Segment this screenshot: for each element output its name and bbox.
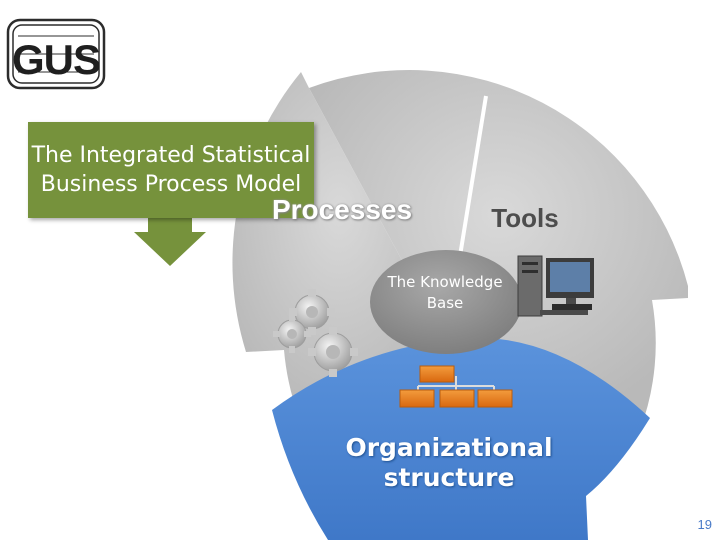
computer-icon (517, 255, 594, 317)
processes-label: Processes (271, 194, 413, 225)
gsbpm-callout-box: The Integrated Statistical Business Proc… (28, 122, 314, 218)
org-structure-sector (272, 337, 650, 540)
tools-label: Tools (491, 203, 559, 233)
knowledge-base-label: The Knowledge Base (387, 273, 503, 312)
page-number: 19 (697, 517, 712, 532)
organizational-structure-label: Organizational structure (345, 433, 553, 492)
callout-arrow (134, 218, 206, 266)
gus-logo-icon: GUS (6, 18, 106, 90)
gears-icon (273, 289, 358, 377)
knowledge-base-hub (370, 250, 522, 354)
gus-logo-text: GUS (12, 36, 100, 83)
org-chart-icon (399, 365, 513, 408)
gsbpm-callout-text: The Integrated Statistical Business Proc… (31, 143, 311, 197)
